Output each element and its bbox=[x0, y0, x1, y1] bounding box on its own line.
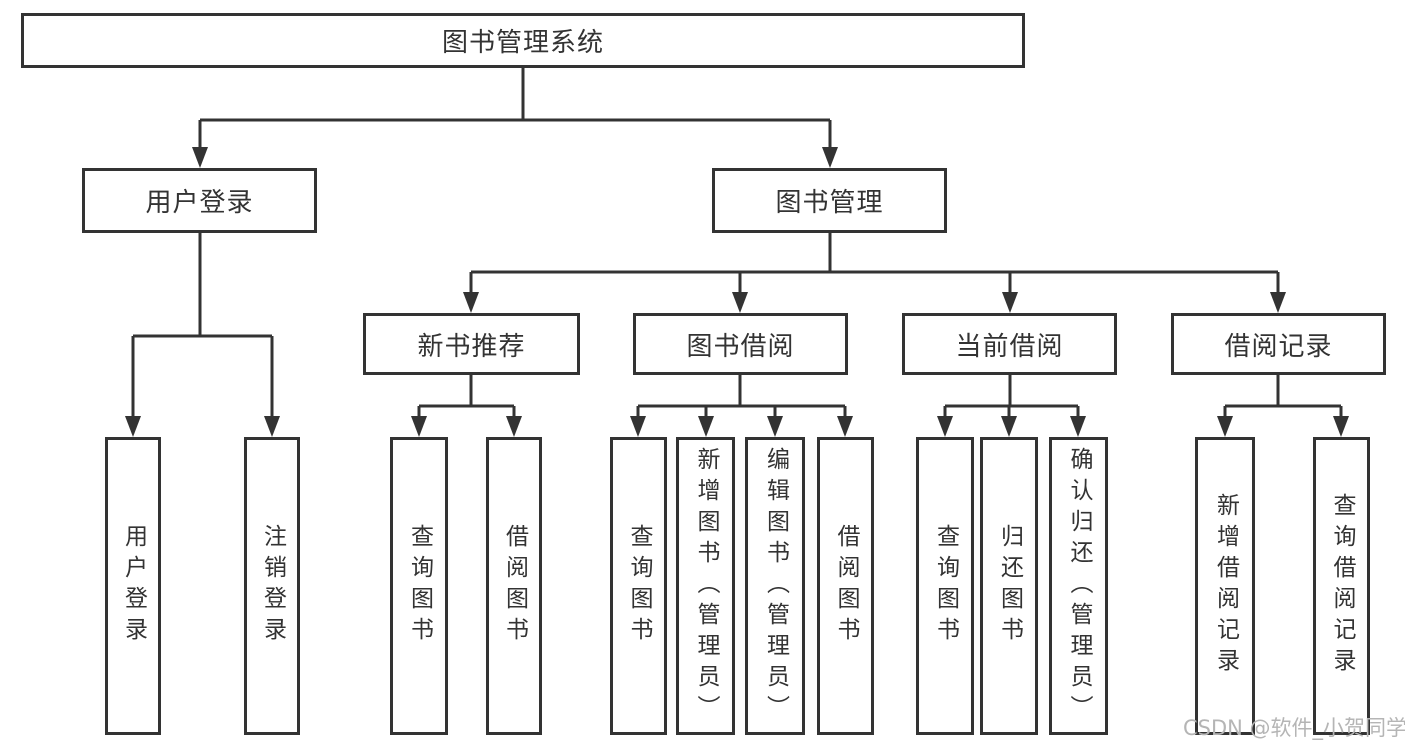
root-node-label: 图书管理系统 bbox=[441, 28, 604, 58]
leaf-return-books: 归还图书 bbox=[980, 437, 1038, 735]
leaf-borrow-books-label: 借阅图书 bbox=[833, 524, 859, 648]
section-book-borrowing: 图书借阅 bbox=[633, 313, 848, 375]
section-borrow-records: 借阅记录 bbox=[1171, 313, 1386, 375]
leaf-logout-label: 注销登录 bbox=[259, 524, 286, 648]
leaf-query-books-current-label: 查询图书 bbox=[932, 524, 959, 648]
branch-user-login-label: 用户登录 bbox=[145, 188, 254, 218]
csdn-watermark: CSDN @软件_小贺同学 bbox=[1183, 716, 1405, 740]
section-new-book-recommend-label: 新书推荐 bbox=[417, 331, 526, 362]
leaf-query-books-current: 查询图书 bbox=[916, 437, 974, 735]
section-current-borrowing: 当前借阅 bbox=[902, 313, 1117, 375]
branch-book-management: 图书管理 bbox=[712, 168, 947, 233]
section-book-borrowing-label: 图书借阅 bbox=[686, 331, 795, 362]
leaf-return-books-label: 归还图书 bbox=[996, 524, 1023, 648]
leaf-query-borrow-record: 查询借阅记录 bbox=[1313, 437, 1370, 735]
leaf-borrow-books-recommend-label: 借阅图书 bbox=[501, 524, 528, 648]
leaf-edit-books-admin: 编辑图书（管理员） bbox=[745, 437, 805, 735]
leaf-query-borrow-record-label: 查询借阅记录 bbox=[1329, 493, 1355, 679]
leaf-query-books-recommend-label: 查询图书 bbox=[406, 524, 433, 648]
branch-book-management-label: 图书管理 bbox=[775, 188, 884, 218]
leaf-add-books-admin: 新增图书（管理员） bbox=[676, 437, 735, 735]
leaf-add-borrow-record-label: 新增借阅记录 bbox=[1212, 493, 1239, 679]
section-new-book-recommend: 新书推荐 bbox=[363, 313, 580, 375]
leaf-add-books-admin-label: 新增图书（管理员） bbox=[693, 446, 719, 726]
leaf-confirm-return-admin: 确认归还（管理员） bbox=[1049, 437, 1108, 735]
leaf-logout: 注销登录 bbox=[244, 437, 300, 735]
leaf-query-books-borrowing: 查询图书 bbox=[610, 437, 667, 735]
leaf-borrow-books: 借阅图书 bbox=[817, 437, 874, 735]
leaf-borrow-books-recommend: 借阅图书 bbox=[486, 437, 542, 735]
leaf-query-books-borrowing-label: 查询图书 bbox=[626, 524, 652, 648]
leaf-query-books-recommend: 查询图书 bbox=[390, 437, 448, 735]
branch-user-login: 用户登录 bbox=[82, 168, 317, 233]
section-current-borrowing-label: 当前借阅 bbox=[955, 331, 1064, 362]
leaf-add-borrow-record: 新增借阅记录 bbox=[1195, 437, 1255, 735]
section-borrow-records-label: 借阅记录 bbox=[1224, 331, 1333, 362]
leaf-user-login-label: 用户登录 bbox=[120, 524, 147, 648]
leaf-confirm-return-admin-label: 确认归还（管理员） bbox=[1066, 446, 1092, 726]
leaf-edit-books-admin-label: 编辑图书（管理员） bbox=[762, 446, 789, 726]
leaf-user-login: 用户登录 bbox=[105, 437, 161, 735]
root-node-library-system: 图书管理系统 bbox=[21, 13, 1025, 68]
